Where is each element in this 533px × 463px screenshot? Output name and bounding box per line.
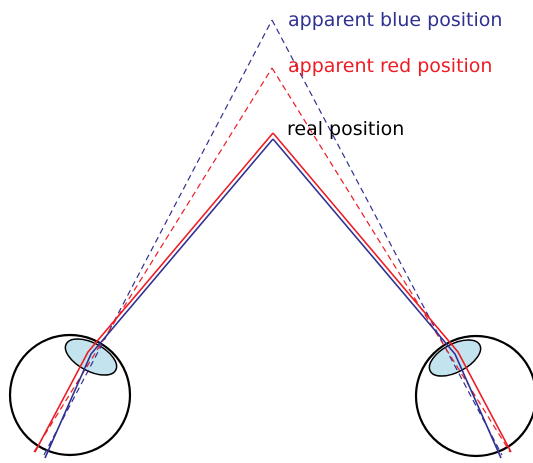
- apparent-blue-label: apparent blue position: [288, 9, 502, 31]
- real-position-label: real position: [287, 118, 404, 140]
- apparent-blue-ray-left: [44, 20, 272, 455]
- apparent-red-label: apparent red position: [288, 55, 492, 77]
- left-eye: [10, 331, 130, 455]
